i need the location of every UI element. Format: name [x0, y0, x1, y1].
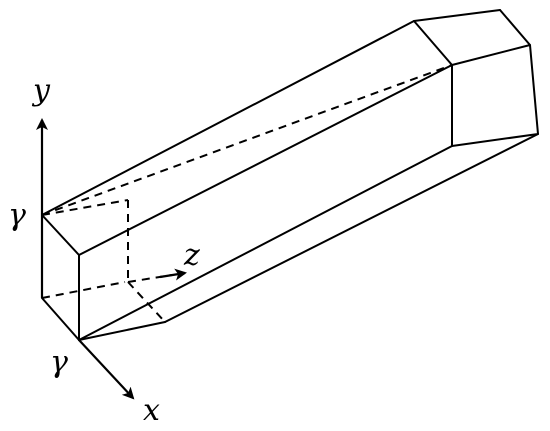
edge-back-top-1 [413, 9, 501, 22]
hidden-edge-cut-bottom [127, 281, 166, 323]
edge-top-right [78, 64, 453, 256]
hidden-edge-bottom-back [41, 281, 126, 299]
z-axis-line [127, 274, 173, 283]
edge-top-left [41, 20, 415, 216]
z-axis-arrow [159, 268, 187, 281]
back-face [451, 44, 539, 147]
x-axis-arrow [78, 339, 135, 400]
labels: y z x γ γ [8, 73, 200, 428]
visible-edges [41, 9, 539, 341]
x-axis-label: x [143, 393, 160, 428]
axes [36, 118, 187, 400]
z-axis-label: z [183, 238, 200, 273]
edge-back-top-3 [499, 9, 531, 46]
hidden-edges [41, 64, 453, 323]
gamma-label-top: γ [8, 198, 26, 233]
edge-back-top-2 [413, 20, 453, 66]
gamma-label-bottom: γ [50, 345, 68, 380]
edge-bottom-front [78, 321, 166, 341]
edge-bottom-long [164, 133, 539, 323]
front-face [41, 214, 80, 341]
edge-bottom-mid [78, 145, 453, 341]
hidden-edge-front-top-diag [41, 199, 129, 216]
hidden-edge-top-back [41, 64, 453, 216]
y-axis-label: y [31, 73, 51, 108]
